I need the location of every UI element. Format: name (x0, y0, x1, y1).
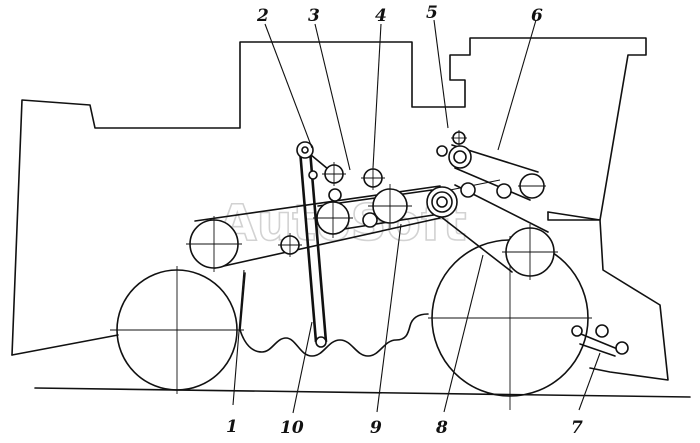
label-2: 2 (256, 6, 269, 26)
body-outline (11, 37, 647, 356)
idler-3 (322, 162, 346, 186)
pulley-rear-large (502, 224, 558, 280)
pivot-10-bottom (315, 336, 327, 348)
label-1: 1 (226, 417, 238, 437)
lever-10 (298, 149, 328, 343)
upper-link (449, 179, 501, 191)
pulley-6 (518, 173, 546, 199)
label-3: 3 (308, 6, 320, 26)
front-lower-line (11, 334, 119, 356)
idler-4-top (361, 166, 385, 190)
frame-post (239, 272, 246, 331)
idler-small-b (362, 212, 378, 228)
idler-small-a (328, 188, 342, 202)
pulley-5 (448, 145, 472, 169)
idler-drive-right (460, 182, 476, 198)
leader-lines (232, 19, 601, 414)
label-7: 7 (571, 418, 583, 438)
idler-6-mid (496, 183, 512, 199)
label-8: 8 (435, 418, 448, 438)
pivot-2 (296, 141, 314, 159)
idler-left (278, 233, 302, 257)
rear-body-outline (547, 211, 669, 381)
label-5: 5 (426, 3, 438, 23)
label-9: 9 (370, 418, 382, 438)
drive-pulley (426, 186, 458, 218)
label-10: 10 (280, 418, 304, 438)
idler-5-left (436, 145, 448, 157)
front-wheel (110, 266, 244, 394)
pivot-10-top (308, 170, 318, 180)
lever-7-arm (575, 331, 621, 357)
label-6: 6 (531, 6, 543, 26)
pulley-left (186, 216, 242, 272)
chassis-lower-edge (239, 313, 429, 357)
pulley-center (313, 198, 353, 238)
lever-7-pivots (571, 324, 629, 355)
idler-5-top (451, 130, 467, 146)
label-4: 4 (375, 6, 387, 26)
pulley-4 (368, 184, 412, 228)
ground-line (34, 387, 691, 398)
